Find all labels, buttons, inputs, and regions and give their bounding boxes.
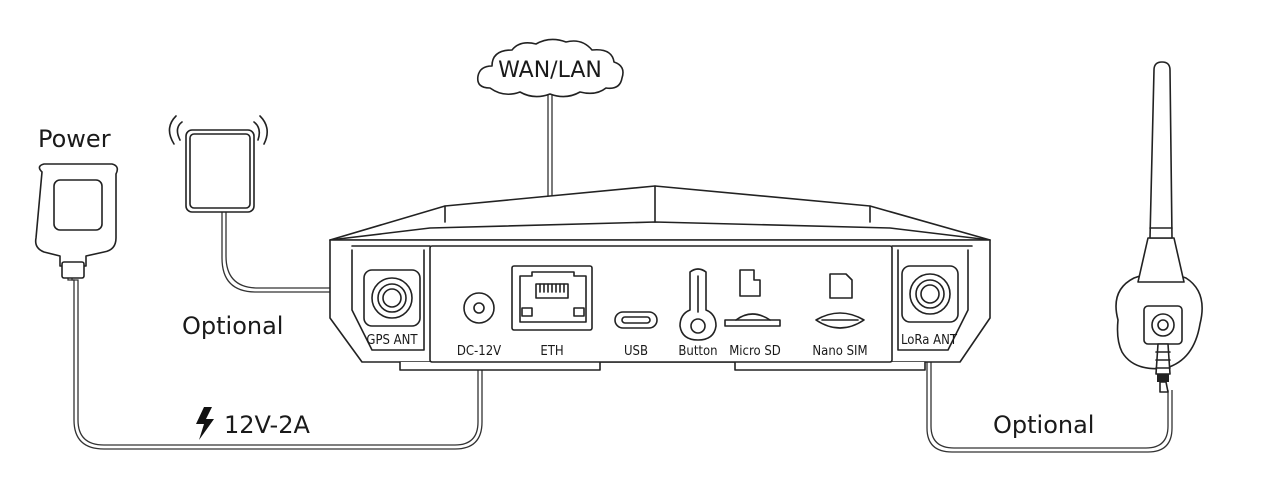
- optional-lora-label: Optional: [993, 411, 1094, 439]
- power-adapter: [34, 163, 119, 279]
- lora-antenna: [1115, 61, 1203, 393]
- dc-jack: [463, 292, 495, 324]
- power-label: Power: [38, 125, 111, 153]
- nano-sim-slot: [815, 273, 865, 329]
- power-spec-label: 12V-2A: [224, 411, 310, 439]
- nano-sim-label: Nano SIM: [812, 344, 867, 359]
- gps-ant-label: GPS ANT: [366, 333, 418, 348]
- wan-lan-label: WAN/LAN: [498, 58, 602, 83]
- cloud-icon: [476, 38, 624, 98]
- eth-port: [511, 265, 593, 331]
- gateway-device: [329, 185, 991, 371]
- optional-gps-label: Optional: [182, 312, 283, 340]
- lora-ant-label: LoRa ANT: [901, 333, 958, 348]
- lightning-bolt-icon: [196, 407, 214, 440]
- usb-port: [614, 311, 658, 329]
- dc-label: DC-12V: [457, 344, 501, 359]
- button-label: Button: [678, 344, 717, 359]
- eth-label: ETH: [540, 344, 563, 359]
- usb-label: USB: [624, 344, 648, 359]
- lora-cable: [926, 340, 1173, 453]
- power-cable: [67, 260, 483, 450]
- reset-button: [679, 268, 717, 341]
- gps-cable: [221, 212, 365, 293]
- micro-sd-slot: [724, 269, 781, 327]
- lora-connector: [901, 265, 959, 323]
- gps-connector: [363, 269, 421, 327]
- micro-sd-label: Micro SD: [729, 344, 781, 359]
- gps-antenna: [168, 115, 268, 213]
